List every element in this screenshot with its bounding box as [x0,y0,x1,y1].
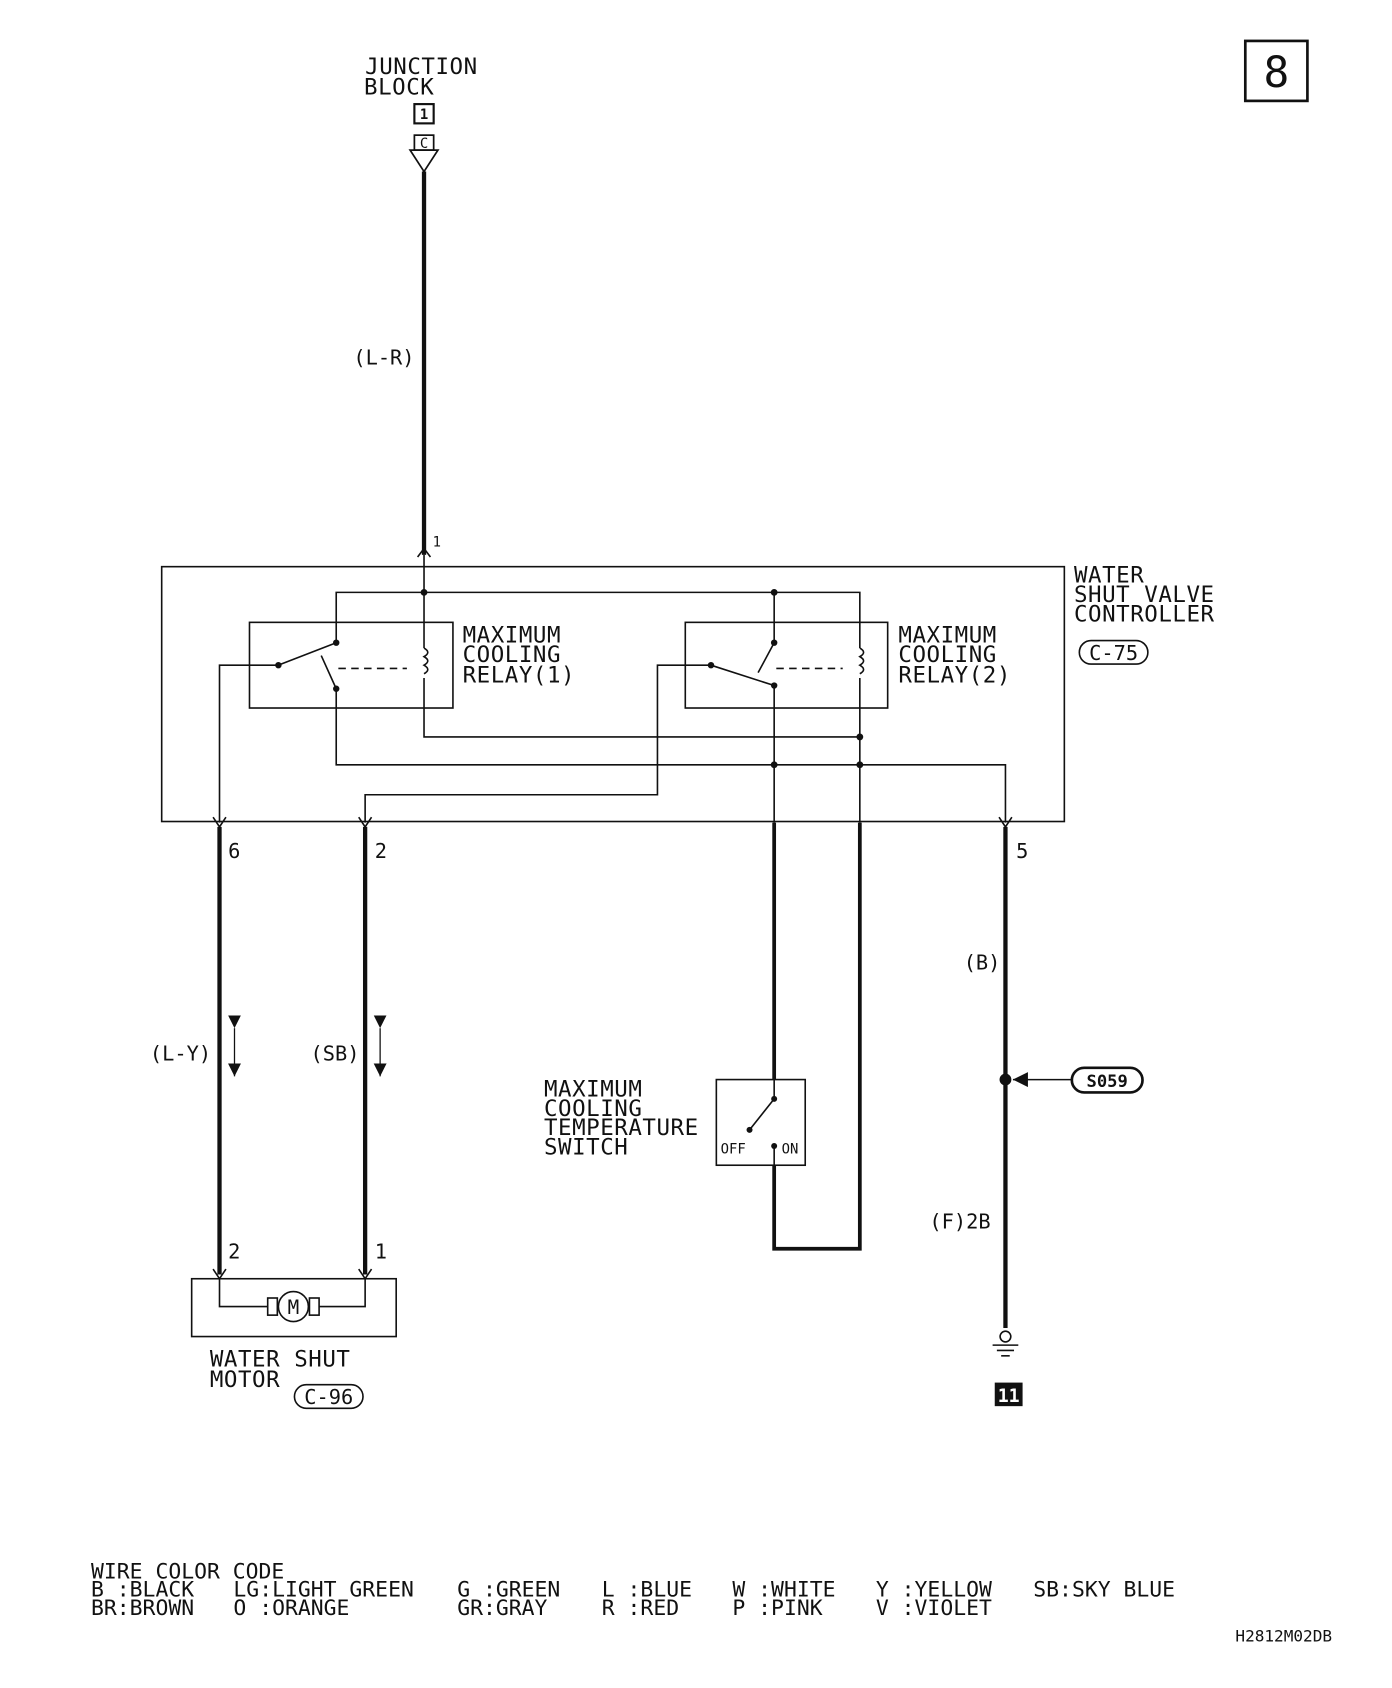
color-code-lg: LG:LIGHT GREEN [233,1578,413,1603]
motor-pin-2: 2 [228,1239,240,1263]
splice-point [999,1073,1012,1086]
motor-pin-1: 1 [375,1239,387,1263]
junction-block-label-1: JUNCTION [365,54,478,80]
motor-connector: C-96 [304,1385,353,1409]
color-code-p: P :PINK [732,1596,822,1621]
page-number-box: 8 [1243,39,1309,103]
ground-icon [992,1330,1019,1357]
switch-label-4: SWITCH [544,1135,628,1161]
motor-icon [277,1290,310,1323]
motor-symbol: M [288,1296,300,1319]
wire-label-b: (B) [964,950,1001,974]
pin-2-label: 2 [375,839,387,863]
color-code-v: V :VIOLET [876,1596,992,1621]
switch-label-2: COOLING [544,1096,642,1122]
pin-5-label: 5 [1016,839,1028,863]
color-code-gr: GR:GRAY [457,1596,547,1621]
color-code-r: R :RED [602,1596,679,1621]
motor-name-2: MOTOR [210,1367,280,1393]
color-code-o: O :ORANGE [233,1596,349,1621]
pin-1-label: 1 [433,534,441,550]
junction-block: JUNCTION BLOCK 1 C [364,54,478,174]
color-code-b: B :BLACK [91,1578,194,1603]
junction-terminal: C [420,136,428,152]
page-number: 8 [1263,48,1289,98]
switch-label-3: TEMPERATURE [544,1115,699,1141]
switch-off-label: OFF [721,1141,746,1157]
color-code-g: G :GREEN [457,1578,560,1603]
wire-label-l-r: (L-R) [353,345,414,369]
color-code-title: WIRE COLOR CODE [91,1560,284,1585]
color-code-l: L :BLUE [602,1578,692,1603]
ground-ref-box [994,1382,1023,1407]
wire-color-code: WIRE COLOR CODE B :BLACK LG:LIGHT GREEN … [91,1560,1175,1621]
switch-label-1: MAXIMUM [544,1077,642,1103]
splice-label: S059 [1087,1072,1128,1092]
relay-1-label-2: COOLING [463,642,561,668]
water-shut-valve-controller: WATER SHUT VALVE CONTROLLER C-75 [160,563,1215,823]
motor-name-1: WATER SHUT [210,1347,351,1373]
wire-label-sb: (SB) [311,1041,360,1065]
relay-1-label-3: RELAY(1) [463,662,576,688]
water-shut-motor: 2 1 M WATER SHUT MOTOR C-96 [190,1239,397,1410]
relay-2-label-2: COOLING [898,642,996,668]
wire-label-l-y: (L-Y) [150,1041,211,1065]
controller-name-3: CONTROLLER [1074,601,1215,627]
junction-connector-arrow [408,149,440,174]
maximum-cooling-relay-1: MAXIMUM COOLING RELAY(1) [248,621,576,709]
splice-s059: S059 [1070,1066,1144,1094]
controller-junction-dots [420,588,864,769]
controller-name-1: WATER [1074,563,1144,589]
wire-switch-b [772,822,862,1251]
color-code-w: W :WHITE [732,1578,835,1603]
wire-label-f-2b: (F)2B [929,1209,990,1233]
switch-on-label: ON [782,1141,799,1157]
relay-1-label-1: MAXIMUM [463,623,561,649]
color-code-br: BR:BROWN [91,1596,194,1621]
maximum-cooling-relay-2: MAXIMUM COOLING RELAY(2) [684,621,1011,709]
color-code-sb: SB:SKY BLUE [1033,1578,1175,1603]
ground-ref-label: 11 [998,1386,1020,1407]
controller-connector: C-75 [1089,641,1138,665]
junction-block-label-2: BLOCK [364,74,434,100]
controller-name-2: SHUT VALVE [1074,582,1215,608]
junction-block-ref: 1 [420,107,428,123]
color-code-y: Y :YELLOW [876,1578,992,1603]
drawing-id: H2812M02DB [1235,1627,1332,1646]
maximum-cooling-temperature-switch: OFF ON MAXIMUM COOLING TEMPERATURE SWITC… [544,1077,807,1167]
relay-2-label-1: MAXIMUM [898,623,996,649]
relay-2-label-3: RELAY(2) [898,662,1011,688]
pin-6-label: 6 [228,839,240,863]
